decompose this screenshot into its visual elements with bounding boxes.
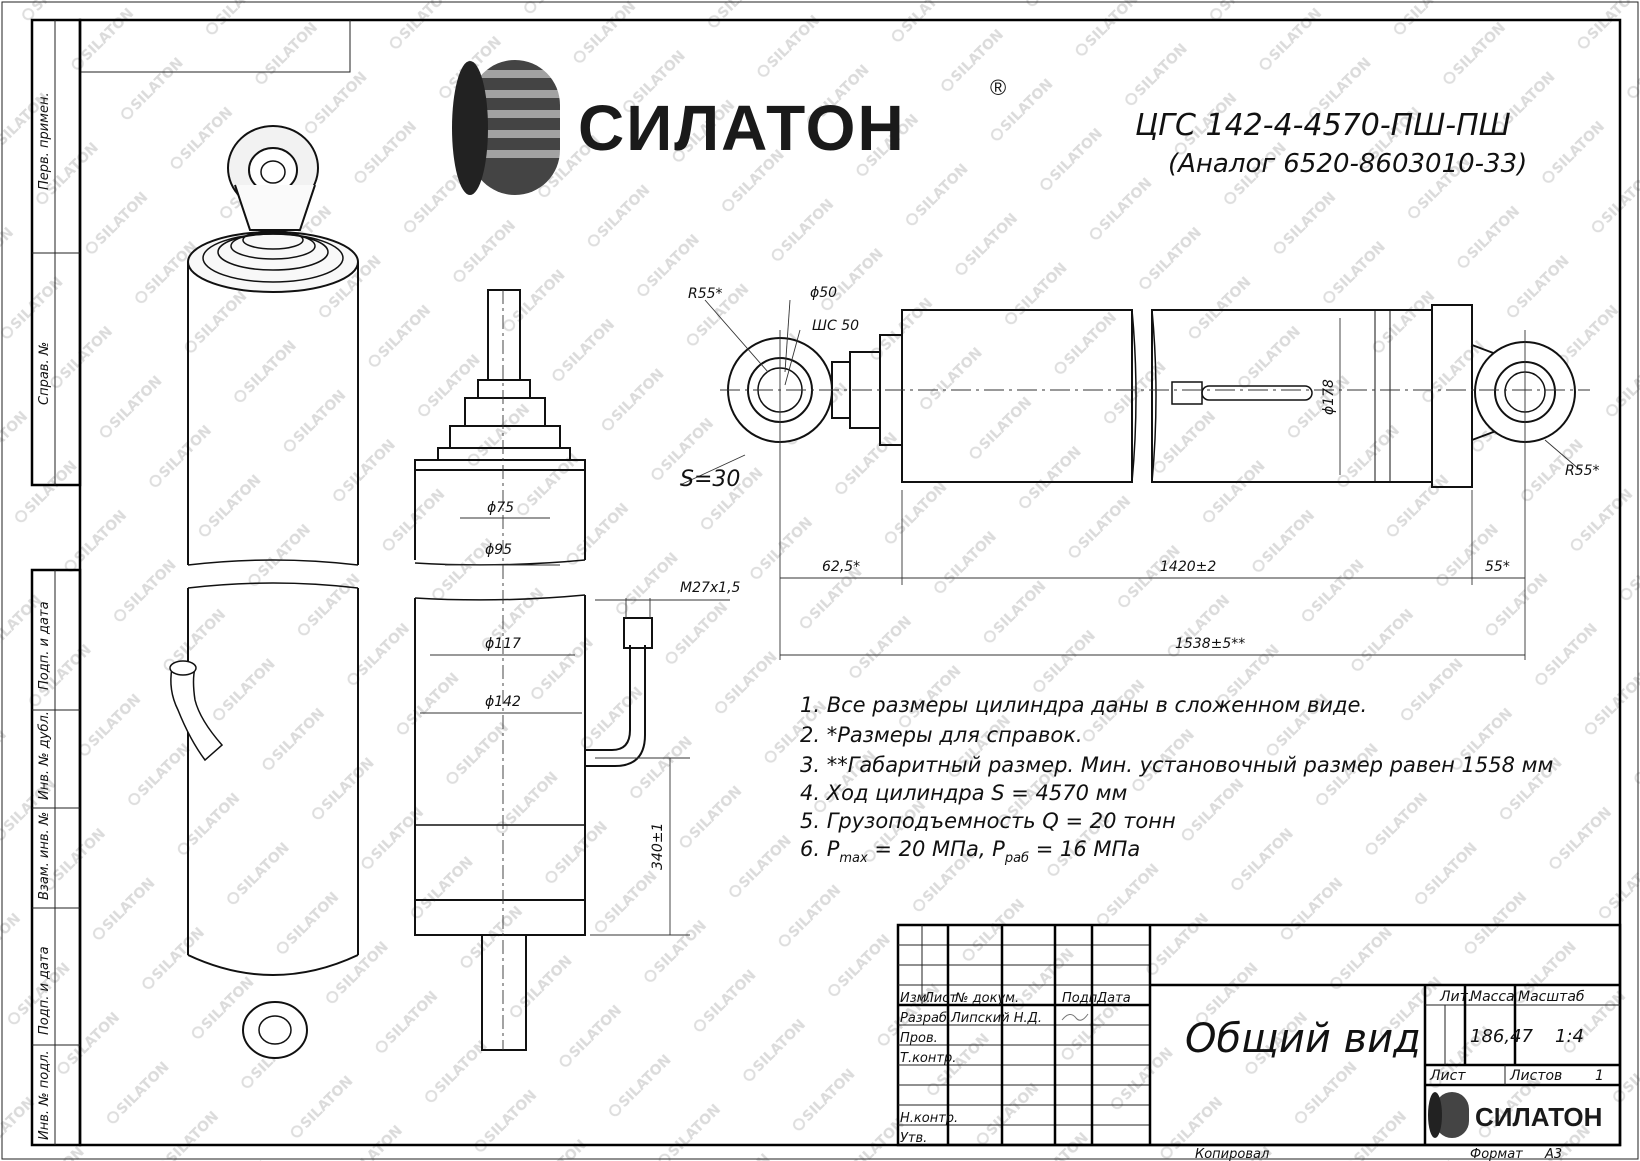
tb-row-tkontr: Т.контр. <box>900 1051 956 1066</box>
cylinder-length-view: ϕ178 R55* ϕ50 ШС 50 S=30 R55* 62,5* 1420… <box>679 285 1600 660</box>
tb-sheet-label: Лист <box>1429 1068 1466 1084</box>
tb-scale-label: Масштаб <box>1518 989 1585 1005</box>
tb-mass-label: Масса <box>1470 989 1515 1005</box>
dim-d50: ϕ50 <box>810 285 837 301</box>
note-1: 1. Все размеры цилиндра даны в сложенном… <box>800 693 1367 717</box>
side-stamp: Перв. примен. Справ. № Подп. и дата Инв.… <box>30 18 82 1147</box>
tb-format-label: Формат <box>1470 1147 1523 1161</box>
note-2: 2. *Размеры для справок. <box>800 723 1083 747</box>
signature <box>1061 1013 1089 1021</box>
tb-h-izm: Изм. <box>900 991 931 1006</box>
tb-copied: Копировал <box>1195 1147 1269 1161</box>
dim-shs50: ШС 50 <box>812 318 859 334</box>
brand-registered: ® <box>990 75 1006 100</box>
brand-name: СИЛАТОН <box>578 92 906 164</box>
tb-h-podp: Подп. <box>1062 991 1101 1006</box>
title-block: Изм. Лист № докум. Подп. Дата Разраб. Пр… <box>896 923 1622 1161</box>
dim-d75: ϕ75 <box>487 500 514 516</box>
dim-d95: ϕ95 <box>485 542 512 558</box>
tb-brand-name: СИЛАТОН <box>1475 1102 1602 1132</box>
tb-h-data: Дата <box>1096 991 1131 1006</box>
logo-drum-icon <box>452 60 560 195</box>
stamp-perv-primen: Перв. примен. <box>37 92 52 190</box>
tb-mass-value: 186,47 <box>1470 1026 1534 1047</box>
tb-row-nkontr: Н.контр. <box>900 1111 958 1126</box>
tb-scale-value: 1:4 <box>1555 1026 1584 1047</box>
stamp-podp-data-1: Подп. и дата <box>37 601 52 690</box>
tb-row-utv: Утв. <box>900 1131 927 1146</box>
note-4: 4. Ход цилиндра S = 4570 мм <box>800 781 1128 805</box>
dim-d178: ϕ178 <box>1321 379 1337 415</box>
title-block-logo: СИЛАТОН <box>1428 1092 1602 1138</box>
stamp-podp-data-2: Подп. и дата <box>37 946 52 1035</box>
stamp-inv-podl: Инв. № подл. <box>37 1050 52 1140</box>
drawing-analog: (Аналог 6520-8603010-33) <box>1168 149 1527 179</box>
dim-1420: 1420±2 <box>1160 559 1216 575</box>
dim-340: 340±1 <box>650 823 666 870</box>
tb-h-list: Лист <box>923 991 957 1006</box>
tb-lit-label: Лит. <box>1439 989 1472 1005</box>
dim-55: 55* <box>1485 559 1510 575</box>
tb-developer: Липский Н.Д. <box>950 1011 1042 1026</box>
dim-d117: ϕ117 <box>485 636 521 652</box>
stamp-sprav-no: Справ. № <box>37 342 52 405</box>
dim-d142: ϕ142 <box>485 694 521 710</box>
note-6: 6. Pmax = 20 МПа, Pраб = 16 МПа <box>800 837 1140 866</box>
note-5: 5. Грузоподъемность Q = 20 тонн <box>800 809 1176 833</box>
tb-h-docum: № докум. <box>954 991 1019 1006</box>
tb-title: Общий вид <box>1185 1016 1421 1062</box>
drawing-designation: ЦГС 142-4-4570-ПШ-ПШ <box>1135 108 1511 143</box>
dim-r55-right: R55* <box>1565 463 1600 479</box>
tb-row-prov: Пров. <box>900 1031 938 1046</box>
brand-logo: СИЛАТОН ® <box>452 60 1006 195</box>
technical-notes: 1. Все размеры цилиндра даны в сложенном… <box>800 693 1554 866</box>
tb-format-value: А3 <box>1544 1147 1562 1161</box>
stamp-inv-dubl: Инв. № дубл. <box>37 711 52 800</box>
tb-sheets-value: 1 <box>1595 1068 1604 1084</box>
note-3: 3. **Габаритный размер. Мин. установочны… <box>800 753 1554 777</box>
stamp-vzam-inv: Взам. инв. № <box>37 812 52 900</box>
dim-62: 62,5* <box>822 559 860 575</box>
dim-s30: S=30 <box>680 467 740 492</box>
tb-sheets-label: Листов <box>1509 1068 1562 1084</box>
tb-row-razrab: Разраб. <box>900 1011 951 1026</box>
dim-r55-left: R55* <box>688 286 723 302</box>
dim-m27: M27x1,5 <box>680 580 741 596</box>
cylinder-side-view: M27x1,5 ϕ75 ϕ95 ϕ117 ϕ142 340±1 <box>414 289 741 1051</box>
dim-1538: 1538±5** <box>1175 636 1245 652</box>
cylinder-3d-view <box>169 125 359 1059</box>
